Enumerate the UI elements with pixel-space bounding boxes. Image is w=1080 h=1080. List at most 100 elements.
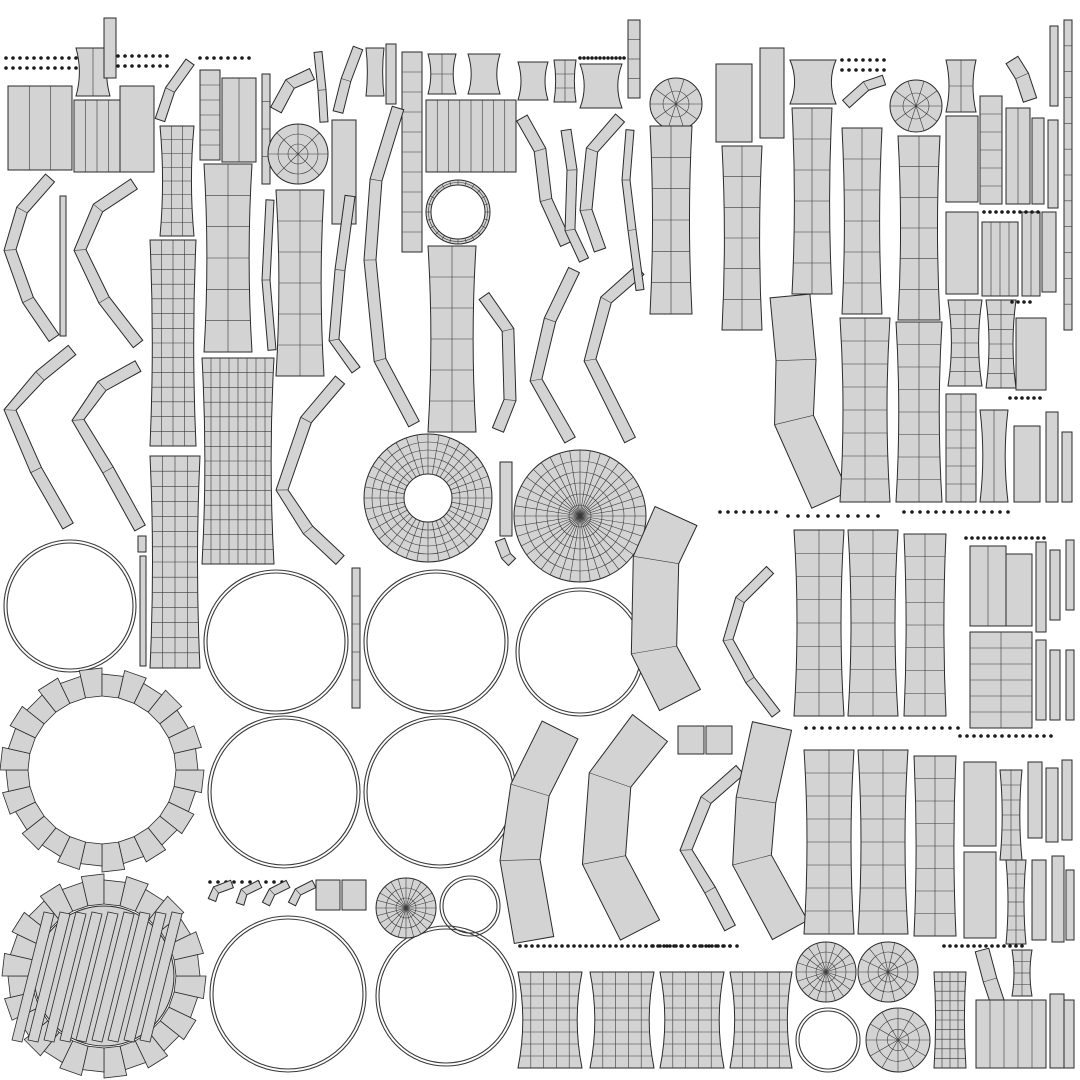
uv-grid-line — [297, 153, 320, 176]
uv-grid-line — [431, 521, 440, 562]
uv-dot — [554, 944, 558, 948]
uv-grid-line — [450, 475, 489, 491]
uv-dot — [986, 734, 990, 738]
uv-grid-line — [887, 948, 907, 973]
uv-grid-line — [276, 132, 299, 155]
uv-dot — [1002, 944, 1006, 948]
uv-island-patch — [1061, 759, 1073, 841]
uv-island-patch — [1035, 639, 1047, 721]
uv-dot — [1030, 210, 1034, 214]
uv-hatch-slat — [91, 911, 135, 1043]
uv-dot — [662, 944, 666, 948]
uv-dot — [548, 944, 552, 948]
uv-grid-line — [102, 466, 114, 474]
uv-dot — [875, 68, 879, 72]
uv-dot — [750, 510, 754, 514]
uv-grid-line — [797, 971, 827, 982]
uv-dot — [614, 56, 618, 60]
uv-grid-line — [397, 907, 407, 938]
uv-dot — [804, 726, 808, 730]
uv-island-patch — [1061, 431, 1073, 503]
uv-island-patch — [1049, 649, 1061, 721]
uv-grid-ring — [805, 951, 847, 993]
uv-island-patch — [1035, 541, 1047, 633]
uv-gear-segment — [159, 1006, 197, 1041]
uv-dot — [882, 68, 886, 72]
uv-grid-line — [679, 849, 693, 851]
uv-dot — [876, 514, 880, 518]
uv-dot — [734, 510, 738, 514]
uv-grid-line — [860, 971, 889, 986]
uv-grid-line — [35, 371, 45, 381]
uv-grid-line — [300, 416, 312, 424]
uv-dot — [4, 56, 8, 60]
uv-dot — [74, 66, 78, 70]
uv-grid-line — [510, 783, 550, 797]
uv-island-strip — [722, 565, 781, 718]
uv-grid-ring — [546, 482, 614, 550]
uv-gear-segment — [133, 827, 167, 863]
uv-dot — [918, 510, 922, 514]
uv-dot — [786, 514, 790, 518]
uv-dot — [1022, 300, 1026, 304]
uv-grid-line — [736, 796, 776, 804]
uv-dot — [151, 54, 155, 58]
uv-dot — [704, 944, 708, 948]
uv-island-ring — [3, 539, 137, 673]
uv-gear-segment — [119, 876, 149, 912]
uv-dot — [1006, 210, 1010, 214]
uv-dot — [1020, 944, 1024, 948]
uv-grid-line — [704, 886, 716, 894]
uv-dot — [840, 58, 844, 62]
uv-island-patch — [103, 17, 117, 79]
uv-island-patch — [1065, 539, 1075, 611]
uv-dot — [860, 726, 864, 730]
uv-island-strip — [287, 879, 317, 907]
uv-grid-line — [584, 358, 596, 362]
uv-dot — [1030, 536, 1034, 540]
uv-grid-line — [397, 878, 407, 909]
uv-dot — [942, 944, 946, 948]
uv-dot — [11, 56, 15, 60]
uv-island-patch — [1015, 317, 1047, 391]
uv-grid-line — [887, 971, 895, 1002]
uv-dot — [60, 56, 64, 60]
uv-grid-line — [600, 296, 612, 304]
uv-grid-ring — [535, 471, 625, 561]
uv-dot — [247, 56, 251, 60]
uv-grid-line — [735, 597, 745, 603]
uv-dot — [972, 734, 976, 738]
uv-grid-line — [390, 881, 407, 909]
uv-dot — [618, 56, 622, 60]
uv-grid-line — [405, 899, 436, 909]
uv-dot — [700, 944, 704, 948]
uv-dot — [1018, 210, 1022, 214]
uv-gear-segment — [168, 931, 204, 961]
uv-grid-line — [374, 358, 386, 362]
uv-dot — [39, 66, 43, 70]
uv-dot — [984, 944, 988, 948]
uv-dot — [988, 536, 992, 540]
uv-grid-line — [808, 971, 827, 997]
uv-hatch-slat — [27, 911, 71, 1043]
uv-dot — [578, 56, 582, 60]
uv-dot — [240, 56, 244, 60]
uv-grid-line — [808, 947, 827, 973]
uv-grid-line — [405, 520, 421, 559]
uv-grid-line — [887, 958, 916, 973]
uv-dot — [536, 944, 540, 948]
uv-dot — [1042, 734, 1046, 738]
uv-island-ring — [363, 569, 509, 715]
uv-gear-segment — [147, 689, 183, 725]
uv-grid-line — [405, 892, 433, 909]
uv-dot — [518, 944, 522, 948]
uv-grid-line — [405, 907, 415, 938]
uv-dot — [714, 944, 718, 948]
uv-dot — [916, 726, 920, 730]
uv-dot — [926, 510, 930, 514]
uv-dot — [1006, 536, 1010, 540]
uv-grid-line — [446, 456, 478, 483]
uv-dot — [876, 726, 880, 730]
uv-dot — [606, 56, 610, 60]
uv-grid-ring — [887, 1029, 909, 1051]
